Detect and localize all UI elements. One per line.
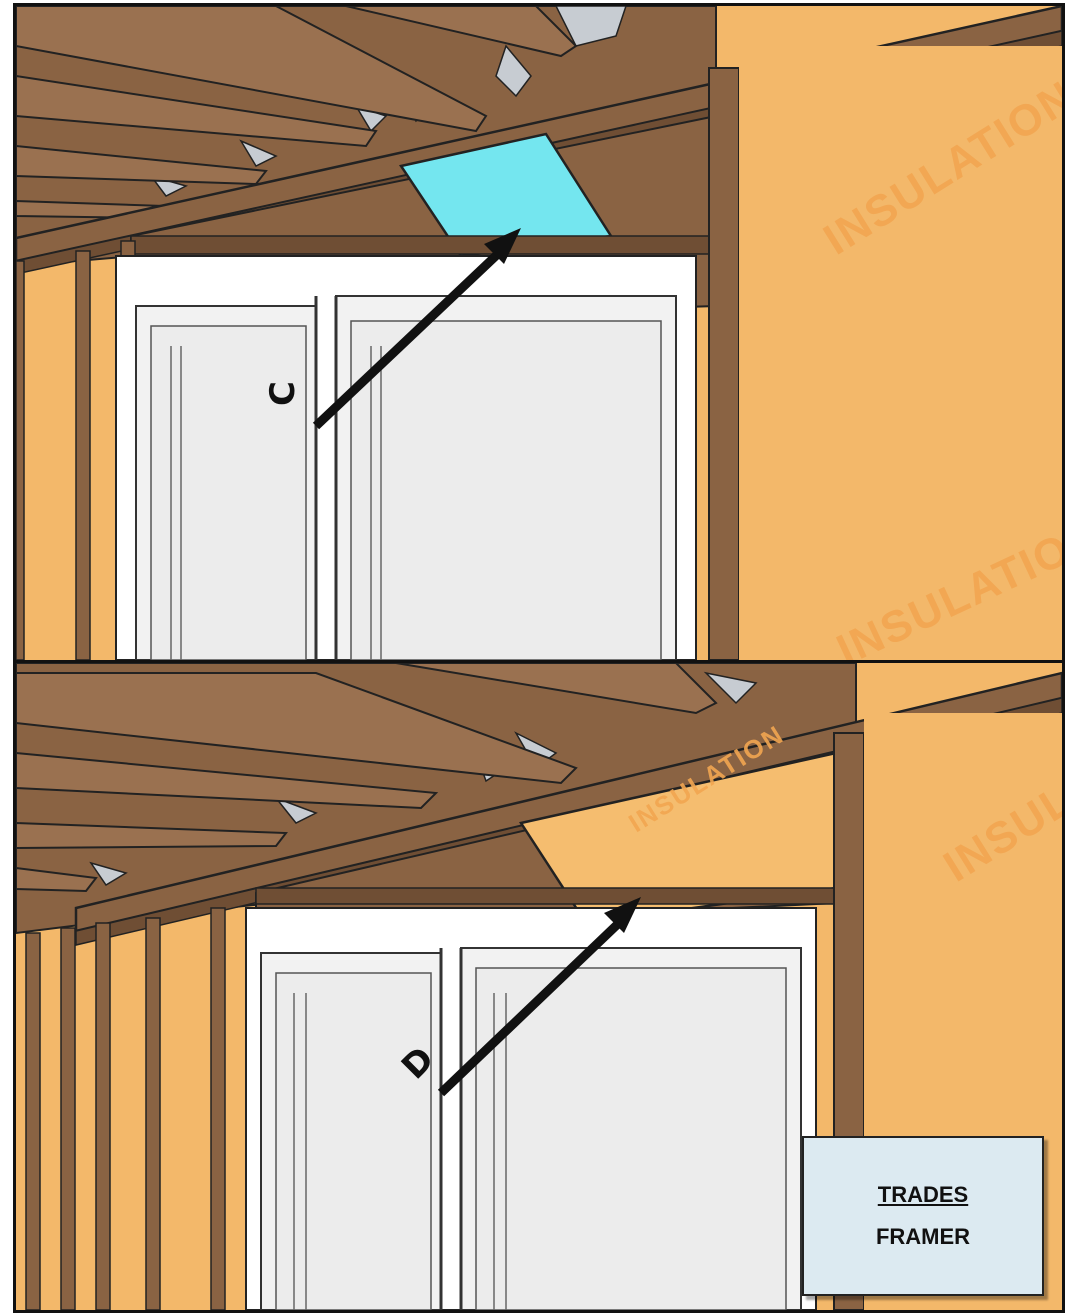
callout-c: C bbox=[263, 381, 303, 406]
scene-top: INSULATION INSULATION C bbox=[16, 6, 1062, 660]
trades-heading: TRADES bbox=[878, 1182, 968, 1208]
trade-name: FRAMER bbox=[876, 1224, 970, 1250]
trades-legend: TRADES FRAMER bbox=[802, 1136, 1044, 1296]
panel-top: INSULATION INSULATION C bbox=[13, 3, 1065, 663]
